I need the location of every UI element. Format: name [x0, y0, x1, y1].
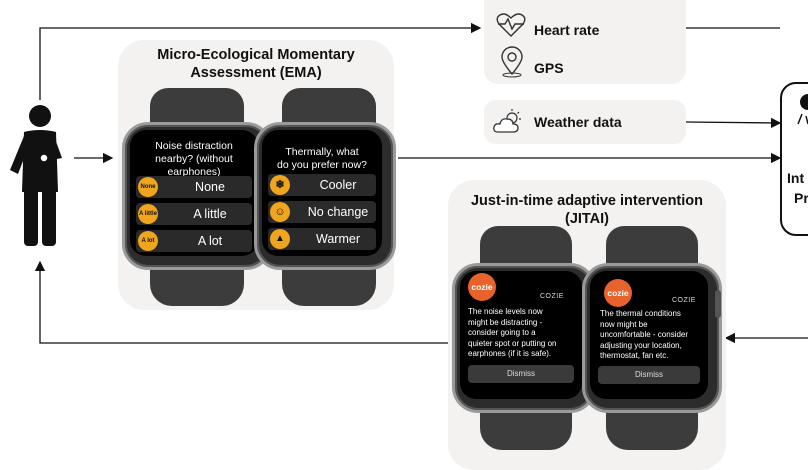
cozie-tag: COZIE [540, 293, 564, 300]
cozie-logo: cozie [468, 273, 496, 301]
question-text: Noise distraction [155, 140, 233, 152]
system-label-line1: Int [787, 170, 805, 186]
gps-label: GPS [534, 60, 564, 76]
watch-screen: cozie COZIE The noise levels now might b… [460, 271, 582, 399]
dismiss-button[interactable]: Dismiss [468, 365, 574, 383]
notification-text: The thermal conditions now might be unco… [600, 309, 689, 360]
watch-strap-top [480, 226, 572, 270]
watch-screen: Thermally, what do you prefer now? ❄ Coo… [262, 130, 382, 256]
watch-strap-top [150, 88, 244, 128]
watch-crown [715, 290, 721, 318]
jitai-title-line1: Just-in-time adaptive intervention [470, 193, 704, 209]
question-text: do you prefer now? [277, 159, 367, 171]
jitai-title-line2: (JITAI) [564, 211, 610, 227]
person-icon [10, 105, 62, 246]
weather-label: Weather data [534, 114, 622, 130]
option-none-button[interactable]: None None [136, 176, 252, 198]
ema-title-line2: Assessment (EMA) [190, 65, 322, 81]
cozie-tag: COZIE [672, 297, 696, 304]
option-label: None [195, 180, 225, 194]
question-text: Thermally, what [285, 146, 359, 158]
arrow-jitai-to-person [34, 260, 448, 344]
option-icon: A lot [138, 231, 158, 251]
watch-strap-top [606, 226, 698, 270]
option-label: A little [193, 207, 227, 221]
option-a-lot-button[interactable]: A lot A lot [136, 230, 252, 252]
watch-screen: Noise distraction nearby? (without earph… [130, 130, 258, 256]
dismiss-button[interactable]: Dismiss [598, 366, 700, 384]
watch-screen: cozie COZIE The thermal conditions now m… [590, 271, 708, 399]
brain-gear-icon [797, 94, 808, 125]
cozie-logo: cozie [604, 279, 632, 307]
notification-text: The noise levels now might be distractin… [468, 307, 557, 358]
option-label: No change [307, 205, 369, 219]
option-label: Cooler [319, 178, 357, 192]
arrow-weather-to-system [685, 117, 782, 129]
flame-icon: ▲ [270, 229, 290, 249]
smiley-icon: ☺ [270, 202, 290, 222]
ema-title-line1: Micro-Ecological Momentary [157, 47, 355, 63]
weather-panel [484, 100, 686, 144]
connector-arrows [34, 22, 808, 344]
cloud-sun-icon [493, 109, 521, 133]
heart-rate-icon [496, 13, 526, 37]
snowflake-icon: ❄ [270, 175, 290, 195]
option-a-little-button[interactable]: A little A little [136, 203, 252, 225]
question-text: nearby? (without [155, 153, 233, 165]
option-cooler-button[interactable]: ❄ Cooler [268, 174, 376, 196]
gps-pin-icon [501, 46, 523, 78]
option-no-change-button[interactable]: ☺ No change [268, 201, 376, 223]
option-icon: None [138, 177, 158, 197]
watch-strap-top [282, 88, 376, 128]
option-label: Warmer [316, 232, 360, 246]
arrow-person-to-sensors [39, 22, 482, 100]
option-label: A lot [197, 234, 223, 248]
question-text: earphones) [167, 166, 221, 178]
option-warmer-button[interactable]: ▲ Warmer [268, 228, 376, 250]
option-icon: A little [138, 204, 158, 224]
system-label-line2: Pr [794, 190, 808, 206]
heart-rate-label: Heart rate [534, 22, 600, 38]
